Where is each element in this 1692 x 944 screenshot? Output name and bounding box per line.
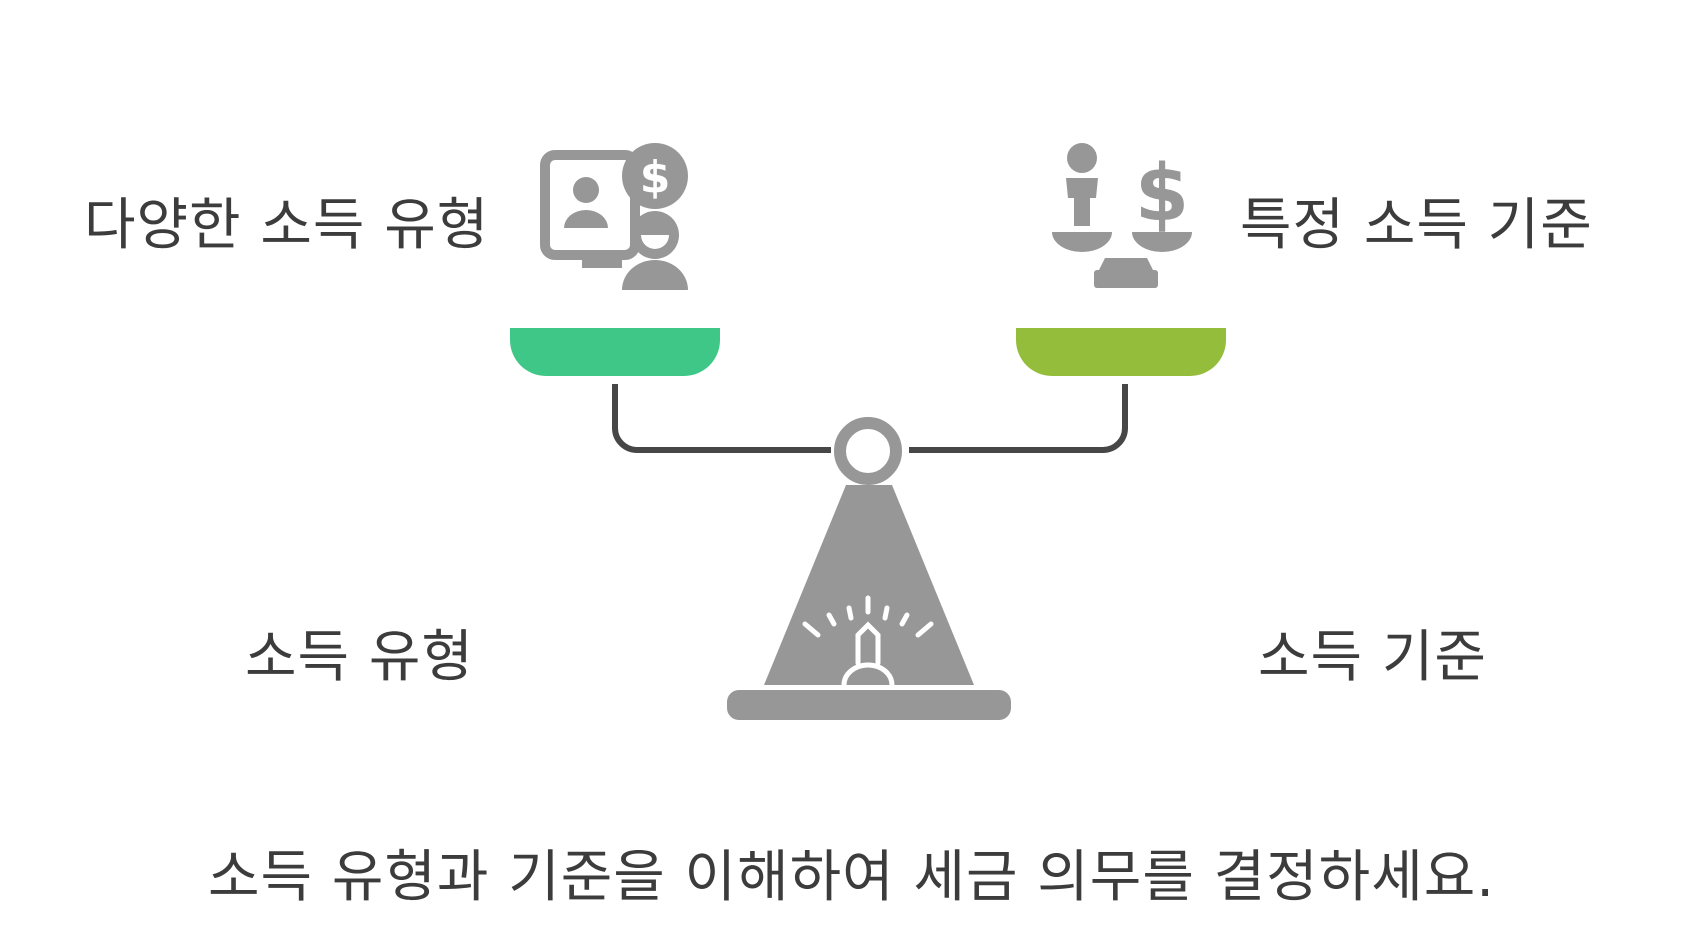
online-payment-person-icon: $ <box>545 143 688 290</box>
right-pan <box>1016 328 1226 376</box>
svg-text:$: $ <box>1135 149 1189 239</box>
person-money-balance-icon: $ <box>1052 143 1192 288</box>
pivot-ring <box>840 423 896 479</box>
svg-text:$: $ <box>640 152 671 203</box>
scale-foot <box>727 690 1011 720</box>
scale-beam <box>615 384 1125 450</box>
scale-base <box>764 485 974 685</box>
caption: 소득 유형과 기준을 이해하여 세금 의무를 결정하세요. <box>208 832 1495 913</box>
left-pan <box>510 328 720 376</box>
